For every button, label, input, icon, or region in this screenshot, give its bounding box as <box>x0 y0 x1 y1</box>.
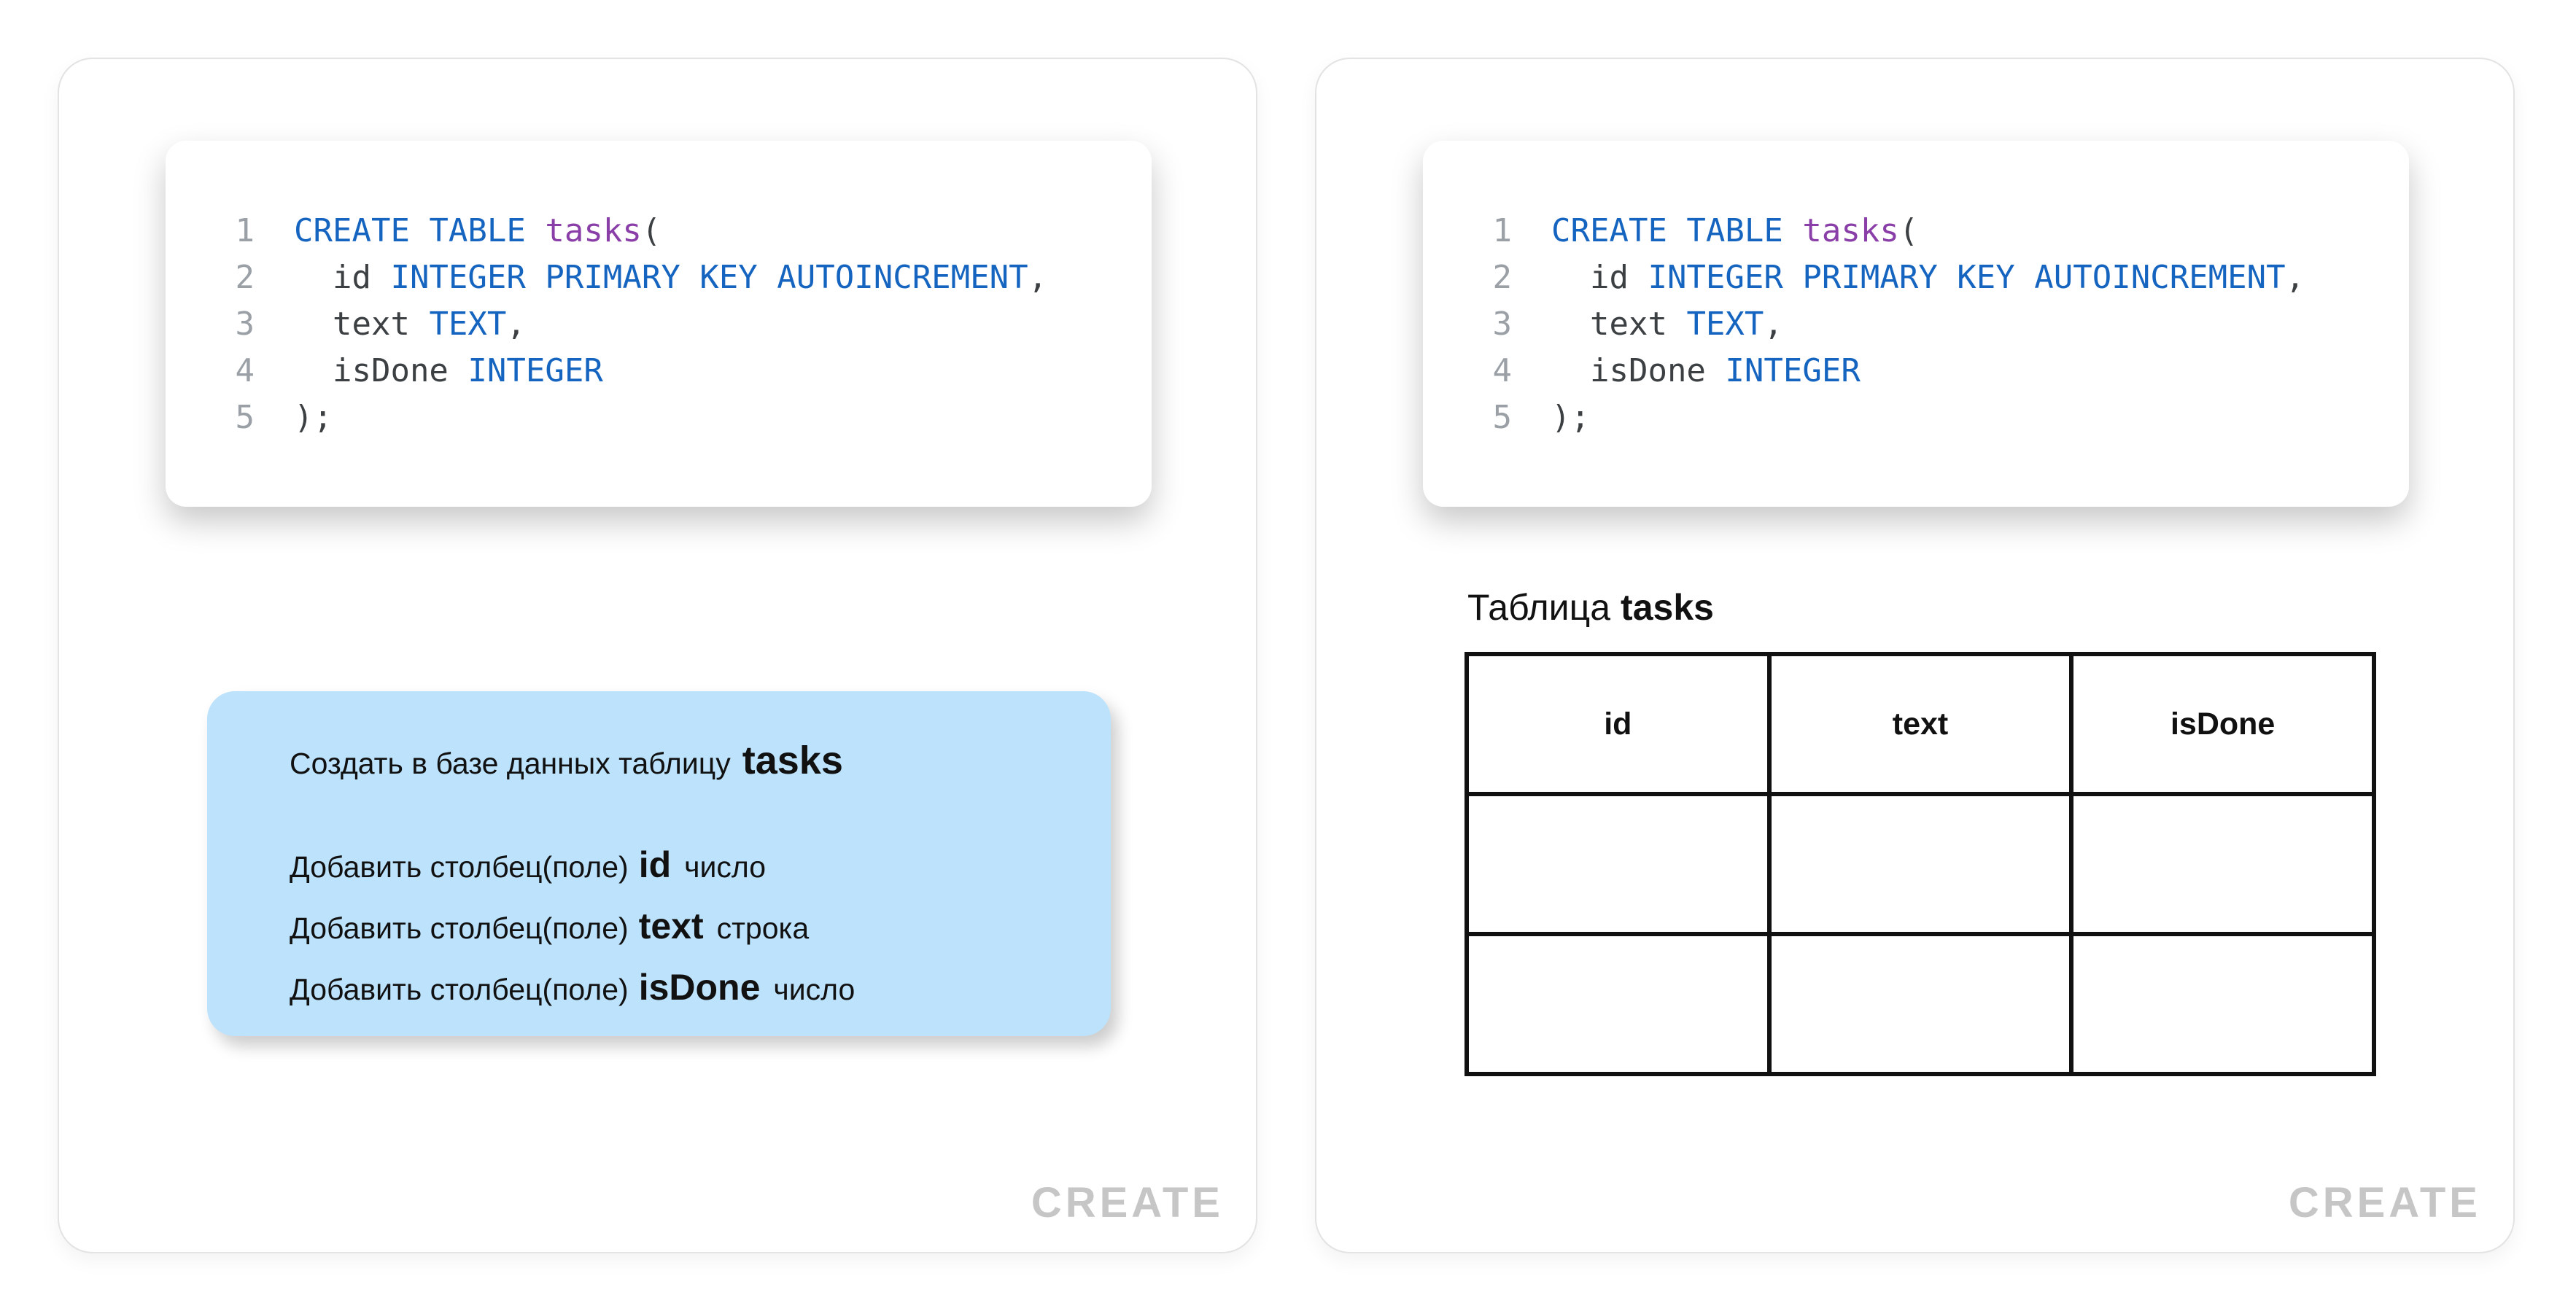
table-header-isdone: isDone <box>2069 652 2376 796</box>
code-entity: tasks <box>545 212 642 249</box>
table-header-id: id <box>1464 652 1772 796</box>
code-text: id <box>294 259 391 296</box>
code-line-5: 5); <box>212 394 1152 441</box>
table-row <box>1464 932 2376 1076</box>
note-title-text: Создать в базе данных таблицу <box>290 747 731 780</box>
code-text: isDone <box>294 352 468 389</box>
note-row-isdone: Добавить столбец(поле) isDone число <box>290 958 1082 1019</box>
table-cell-empty <box>2069 792 2376 936</box>
line-number: 5 <box>1492 399 1513 436</box>
note-row-prefix: Добавить столбец(поле) <box>290 911 629 945</box>
note-title: Создать в базе данных таблицу tasks <box>290 736 1082 787</box>
code-keyword: INTEGER PRIMARY KEY AUTOINCREMENT <box>390 259 1028 296</box>
code-keyword: TEXT <box>429 306 507 343</box>
code-line-1: 1 CREATE TABLE tasks( <box>1470 208 2409 254</box>
note-table-name: tasks <box>742 739 843 782</box>
table-header-text: text <box>1766 652 2074 796</box>
sql-code-block: 1 CREATE TABLE tasks( 2 id INTEGER PRIMAR… <box>1423 141 2409 507</box>
table-caption-name: tasks <box>1621 587 1714 628</box>
note-row-text: Добавить столбец(поле) text строка <box>290 897 1082 958</box>
table-cell-empty <box>2069 932 2376 1076</box>
code-line-2: 2 id INTEGER PRIMARY KEY AUTOINCREMENT, <box>212 254 1152 301</box>
line-number: 3 <box>1492 306 1513 343</box>
code-text: ); <box>294 399 333 436</box>
table-cell-empty <box>1766 792 2074 936</box>
code-line-4: 4 isDone INTEGER <box>212 348 1152 394</box>
code-keyword: INTEGER PRIMARY KEY AUTOINCREMENT <box>1648 259 2286 296</box>
code-text: ( <box>1898 212 1919 249</box>
code-text: , <box>506 306 526 343</box>
code-text: id <box>1551 259 1648 296</box>
create-label: CREATE <box>1031 1179 1224 1226</box>
line-number: 4 <box>235 352 255 389</box>
code-keyword: INTEGER <box>1725 352 1861 389</box>
line-number: 3 <box>235 306 255 343</box>
code-line-5: 5); <box>1470 394 2409 441</box>
note-field-name: isDone <box>638 967 761 1008</box>
tasks-table: id text isDone <box>1464 652 2376 1076</box>
note-field-name: text <box>638 906 704 946</box>
code-text: text <box>1551 306 1687 343</box>
table-cell-empty <box>1464 932 1772 1076</box>
code-line-2: 2 id INTEGER PRIMARY KEY AUTOINCREMENT, <box>1470 254 2409 301</box>
code-keyword: CREATE TABLE <box>1551 212 1803 249</box>
note-field-type: число <box>684 850 767 884</box>
code-keyword: CREATE TABLE <box>294 212 546 249</box>
table-header-row: id text isDone <box>1464 652 2376 796</box>
table-caption-prefix: Таблица <box>1467 587 1611 628</box>
create-label: CREATE <box>2288 1179 2481 1226</box>
note-row-prefix: Добавить столбец(поле) <box>290 973 629 1006</box>
note-field-name: id <box>638 844 672 885</box>
code-keyword: INTEGER <box>468 352 603 389</box>
code-line-3: 3 text TEXT, <box>212 301 1152 348</box>
code-line-1: 1 CREATE TABLE tasks( <box>212 208 1152 254</box>
line-number: 1 <box>1492 212 1513 249</box>
instruction-note: Создать в базе данных таблицу tasks Добав… <box>207 691 1111 1036</box>
code-text: ( <box>641 212 662 249</box>
table-row <box>1464 792 2376 936</box>
line-number: 1 <box>235 212 255 249</box>
line-number: 4 <box>1492 352 1513 389</box>
code-keyword: TEXT <box>1686 306 1764 343</box>
table-cell-empty <box>1766 932 2074 1076</box>
code-line-3: 3 text TEXT, <box>1470 301 2409 348</box>
line-number: 2 <box>1492 259 1513 296</box>
note-field-type: число <box>773 973 856 1006</box>
code-text: text <box>294 306 430 343</box>
code-text: , <box>1764 306 1783 343</box>
code-text: , <box>1028 259 1048 296</box>
code-text: , <box>2285 259 2305 296</box>
line-number: 2 <box>235 259 255 296</box>
note-row-prefix: Добавить столбец(поле) <box>290 850 629 884</box>
note-field-type: строка <box>716 911 810 945</box>
code-line-4: 4 isDone INTEGER <box>1470 348 2409 394</box>
line-number: 5 <box>235 399 255 436</box>
code-text: isDone <box>1551 352 1726 389</box>
table-cell-empty <box>1464 792 1772 936</box>
code-entity: tasks <box>1802 212 1899 249</box>
sql-code-block: 1 CREATE TABLE tasks( 2 id INTEGER PRIMAR… <box>166 141 1152 507</box>
code-text: ); <box>1551 399 1590 436</box>
